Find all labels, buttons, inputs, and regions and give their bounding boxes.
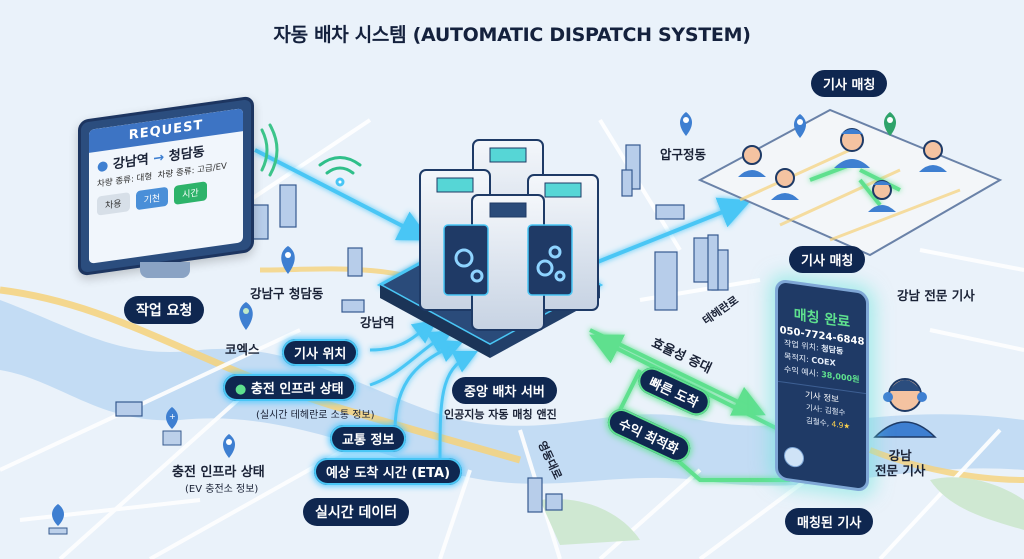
place-apgujeong: 압구정동: [660, 147, 707, 162]
label-central-server-sub: 인공지능 자동 매칭 앤진: [444, 408, 557, 421]
label-driver-matching-top: 기사 매칭: [811, 70, 888, 97]
label-driver-matching-bottom: 기사 매칭: [789, 246, 866, 273]
flow-request-to-server: [254, 148, 431, 241]
map-pin-icon: [794, 114, 806, 138]
central-server-icon: [376, 139, 604, 358]
driver-avatar: [738, 145, 766, 177]
expected-profit: 38,000원: [821, 369, 860, 385]
ev-charger-pin-icon: +: [162, 407, 182, 446]
flow-server-to-drivers: [589, 197, 752, 267]
driver-map-tile: [697, 108, 1003, 257]
request-screen: REQUEST ● 강남역 → 청담동 차량 종류: 대형 차량 종류: 고급/…: [89, 108, 243, 264]
driver-avatar: [771, 168, 799, 200]
place-gangnam-cheongdam: 강남구 청담동: [250, 286, 324, 301]
flow-traffic: [393, 339, 464, 431]
map-pin-icon: ●: [235, 382, 247, 397]
flow-charging-infra: [369, 330, 453, 387]
label-driver-location: 기사 위치: [282, 339, 359, 366]
monitor-stand: [140, 262, 190, 278]
label-gangnam-expert-driver-top: 강남 전문 기사: [897, 288, 975, 303]
map-pin-icon: [281, 246, 295, 274]
map-pin-icon: ●: [97, 158, 109, 175]
driver-avatars: [738, 128, 947, 212]
driver-avatar-mini: [784, 445, 804, 469]
request-monitor: REQUEST ● 강남역 → 청담동 차량 종류: 대형 차량 종류: 고급/…: [78, 95, 254, 277]
map-pin-icon: [884, 112, 896, 136]
request-button-1[interactable]: 차용: [97, 192, 130, 216]
matched-phone: 매칭 완료 050-7724-6848 작업 위치: 청담동 목적지: COEX…: [775, 278, 869, 493]
wifi-icon: [260, 123, 279, 177]
flow-driver-location: [369, 319, 438, 352]
expected-profit-label: 수익 예시:: [784, 364, 819, 379]
arrow-right-icon: →: [153, 150, 165, 167]
rating-value: 4.9: [831, 419, 844, 431]
gear-icon: [536, 245, 566, 282]
park: [930, 477, 1024, 530]
place-coex: 코엑스: [225, 342, 260, 357]
label-work-request: 작업 요청: [124, 296, 205, 324]
map-pin-icon: [680, 112, 692, 136]
wifi-icon: [318, 156, 362, 187]
place-charging-infra-sub: (EV 충전소 정보): [185, 484, 259, 495]
place-gangnam-station: 강남역: [360, 315, 395, 330]
park: [540, 499, 640, 545]
driver-avatar: [868, 180, 896, 212]
map-pin-icon: [239, 302, 253, 330]
label-realtime-data: 실시간 데이터: [303, 498, 410, 526]
destination-label: 목적지:: [784, 351, 809, 365]
driver-avatar: [834, 128, 870, 168]
svg-text:+: +: [169, 412, 176, 421]
map-pin-icon: [223, 434, 235, 458]
major-road: [868, 447, 1024, 483]
label-matched-driver: 매칭된 기사: [785, 508, 874, 535]
request-button-2[interactable]: 기천: [135, 186, 169, 211]
driver-rating-name: 김철수,: [806, 415, 830, 428]
gear-icon: [454, 248, 484, 283]
page-title: 자동 배차 시스템 (AUTOMATIC DISPATCH SYSTEM): [273, 24, 751, 46]
label-charging-infra-sub: (실시간 테헤란로 소통 정보): [256, 410, 375, 421]
building-icons: [115, 144, 729, 513]
work-location: 청담동: [821, 343, 844, 356]
gangnam-expert-line-1: 강남: [888, 448, 912, 463]
destination: COEX: [811, 355, 836, 368]
place-charging-infra: 충전 인프라 상태: [172, 465, 265, 480]
driver-info: 기사 정보 기사: 김철수 김철수, 4.9★: [778, 380, 866, 436]
label-charging-infra: ● 충전 인프라 상태: [223, 374, 356, 401]
gangnam-expert-driver-avatar: [873, 378, 937, 438]
label-central-server: 중앙 배차 서버: [452, 377, 557, 404]
charging-infra-text: 충전 인프라 상태: [250, 382, 344, 397]
request-button-3[interactable]: 시간: [174, 181, 207, 205]
driver-avatar: [919, 140, 947, 172]
label-traffic-info: 교통 정보: [330, 425, 407, 452]
label-eta: 예상 도착 시간 (ETA): [314, 458, 463, 485]
ev-charger-pin-icon: [48, 504, 68, 535]
star-icon: ★: [843, 421, 851, 431]
gangnam-expert-line-2: 전문 기사: [875, 463, 926, 478]
label-gangnam-expert-driver: 강남 전문 기사: [875, 448, 925, 478]
river: [0, 300, 1024, 486]
flow-eta: [438, 350, 479, 461]
